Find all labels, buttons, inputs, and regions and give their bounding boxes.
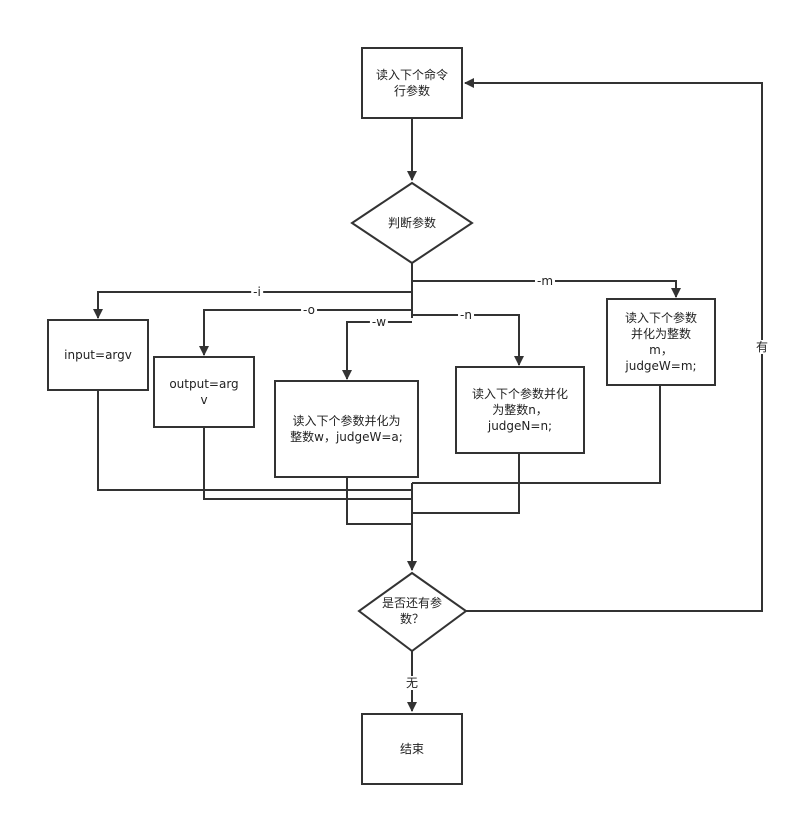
decision-diamond: [357, 571, 468, 653]
read-w-text: 读入下个参数并化为 整数w，judgeW=a;: [290, 414, 403, 444]
edge-label-no: 无: [403, 676, 421, 690]
edge-return-i: [97, 390, 412, 491]
edge-return-m: [412, 385, 661, 484]
edge-label-i: -i: [251, 285, 263, 299]
read-next-command-box: 读入下个命令 行参数: [361, 47, 463, 119]
edge-branch-w: [342, 321, 412, 380]
edge-label-n: -n: [458, 308, 474, 322]
read-w-box: 读入下个参数并化为 整数w，judgeW=a;: [274, 380, 419, 478]
edge-branch-i: [93, 291, 412, 319]
edge-return-n: [412, 453, 520, 514]
end-text: 结束: [399, 742, 424, 756]
input-assign-text: input=argv: [64, 348, 132, 362]
edge-branch-o: [199, 309, 412, 356]
judge-diamond: [350, 181, 474, 265]
edge-return-o: [203, 427, 412, 500]
has-more-params-text: 是否还有参 数？: [381, 596, 442, 626]
edge-label-yes: 有: [753, 340, 771, 354]
judge-param-text: 判断参数: [387, 216, 436, 230]
edge-branch-n: [412, 314, 524, 366]
edge-label-w: -w: [369, 315, 389, 329]
read-m-text: 读入下个参数 并化为整数 m， judgeW=m;: [624, 311, 697, 373]
read-n-text: 读入下个参数并化 为整数n， judgeN=n;: [471, 387, 568, 433]
output-assign-text: output=arg v: [169, 377, 239, 407]
end-box: 结束: [361, 713, 463, 785]
edge-label-m: -m: [534, 274, 556, 288]
edge-branch-m: [412, 280, 681, 298]
input-assign-box: input=argv: [47, 319, 149, 391]
edge-return-w: [346, 477, 412, 525]
read-next-command-text: 读入下个命令 行参数: [375, 68, 448, 98]
output-assign-box: output=arg v: [153, 356, 255, 428]
edge-label-o: -o: [301, 303, 317, 317]
read-m-box: 读入下个参数 并化为整数 m， judgeW=m;: [606, 298, 716, 386]
read-n-box: 读入下个参数并化 为整数n， judgeN=n;: [455, 366, 585, 454]
